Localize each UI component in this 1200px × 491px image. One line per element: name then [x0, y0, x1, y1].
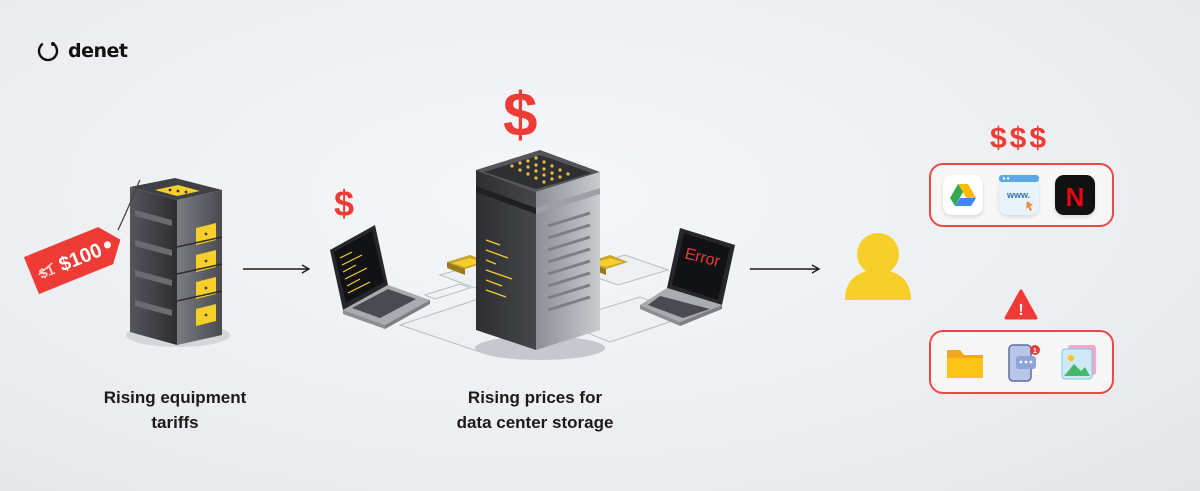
equipment-caption-line1: Rising equipment [103, 388, 247, 407]
small-price-indicator: $ [334, 183, 355, 224]
brand-name: denet [68, 40, 128, 62]
equipment-server-rack [126, 178, 230, 347]
netflix-letter: N [1066, 182, 1085, 212]
netflix-icon: N [1055, 175, 1095, 215]
equipment-caption: Rising equipment tariffs [60, 385, 290, 435]
arrow-right-icon [243, 264, 311, 274]
warning-symbol: ! [1018, 302, 1023, 319]
equipment-caption-line2: tariffs [151, 413, 199, 432]
big-price-indicator: $ [503, 81, 538, 150]
message-phone-icon: 1 [1003, 342, 1043, 382]
datacenter-caption-line2: data center storage [456, 413, 614, 432]
laptop-code [330, 225, 430, 329]
denet-logo-icon [37, 40, 59, 62]
cpu-pins-grid [510, 156, 570, 184]
paid-apps-box: www. N [929, 163, 1114, 227]
datacenter-caption: Rising prices for data center storage [405, 385, 665, 435]
user-avatar-icon [845, 233, 911, 300]
datacenter-server-tower [475, 150, 605, 360]
arrow-right-icon [750, 264, 821, 274]
folder-icon [945, 342, 985, 382]
datacenter-caption-line1: Rising prices for [467, 388, 603, 407]
browser-icon: www. [999, 175, 1039, 215]
warning-icon: ! [1004, 289, 1038, 320]
brand-logo: denet [36, 36, 136, 66]
google-drive-icon [943, 175, 983, 215]
price-tag: $1 $100 [23, 179, 141, 295]
user-data-box: 1 [929, 330, 1114, 394]
price-tag-old: $1 [37, 261, 58, 282]
gallery-icon [1059, 342, 1099, 382]
browser-url-text: www. [1006, 190, 1030, 200]
app-price-indicator: $$$ [990, 122, 1050, 155]
message-badge-count: 1 [1033, 348, 1037, 355]
laptop-error: Error [640, 228, 735, 326]
